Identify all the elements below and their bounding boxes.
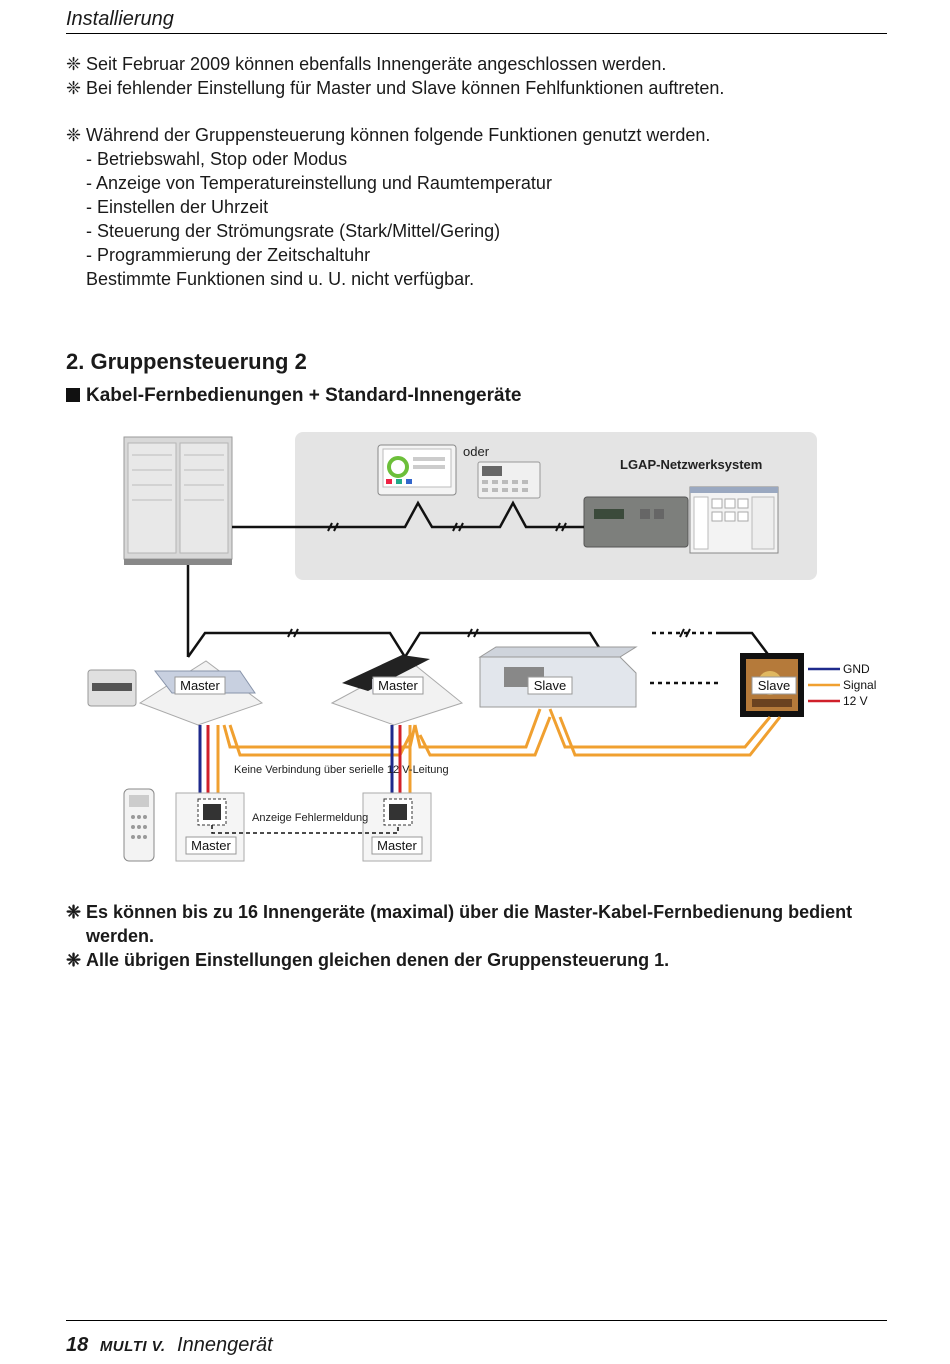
network-cable bbox=[232, 500, 584, 529]
header-rule bbox=[66, 33, 887, 34]
unit-label: Slave bbox=[751, 676, 797, 695]
gateway-icon bbox=[583, 496, 689, 548]
legend-12v: 12 V bbox=[843, 694, 868, 708]
function-item: - Anzeige von Temperatureinstellung und … bbox=[86, 173, 552, 193]
error-link bbox=[211, 825, 399, 834]
outdoor-unit-icon bbox=[123, 436, 233, 565]
network-label: LGAP-Netzwerksystem bbox=[620, 457, 762, 472]
asterisk-icon: ❈ bbox=[66, 125, 82, 145]
notes-top: ❈Seit Februar 2009 können ebenfalls Inne… bbox=[66, 52, 724, 100]
svg-text:Master: Master bbox=[378, 678, 418, 693]
remote-label: Master bbox=[185, 836, 237, 855]
signal-wiring bbox=[216, 708, 782, 795]
svg-text:Slave: Slave bbox=[758, 678, 791, 693]
note-line: ❈Seit Februar 2009 können ebenfalls Inne… bbox=[66, 54, 667, 74]
legend-signal: Signal bbox=[843, 678, 876, 692]
wire-legend bbox=[808, 667, 840, 703]
asterisk-icon: ❈ bbox=[66, 950, 82, 970]
unit-label: Master bbox=[372, 676, 424, 695]
brand-logo: MULTI V. bbox=[99, 1338, 166, 1355]
function-item: - Steuerung der Strömungsrate (Stark/Mit… bbox=[86, 221, 501, 241]
running-header: Installierung bbox=[66, 8, 174, 30]
section-subtitle: Kabel-Fernbedienungen + Standard-Innenge… bbox=[66, 385, 521, 407]
oder-label: oder bbox=[463, 444, 490, 459]
asterisk-icon: ❈ bbox=[66, 54, 82, 74]
note-line: werden. bbox=[86, 926, 155, 946]
svg-text:Master: Master bbox=[377, 838, 417, 853]
wireless-remote-icon bbox=[123, 788, 155, 862]
no-connection-label: Keine Verbindung über serielle 12 V-Leit… bbox=[234, 764, 449, 776]
legend-gnd: GND bbox=[843, 662, 870, 676]
indoor-bus-cable bbox=[186, 631, 771, 660]
unit-label: Slave bbox=[527, 676, 573, 695]
group-functions: ❈Während der Gruppensteuerung können fol… bbox=[66, 123, 710, 291]
note-line: ❈Alle übrigen Einstellungen gleichen den… bbox=[66, 950, 670, 970]
pc-software-window-icon bbox=[689, 486, 779, 554]
error-display-label: Anzeige Fehlermeldung bbox=[252, 812, 368, 824]
svg-text:Master: Master bbox=[180, 678, 220, 693]
asterisk-icon: ❈ bbox=[66, 78, 82, 98]
page-number: 18 bbox=[66, 1334, 89, 1356]
touch-controller-icon bbox=[377, 444, 457, 496]
group-control-diagram: oder LGAP-Netzwerksystem bbox=[87, 432, 876, 862]
square-bullet-icon bbox=[66, 388, 80, 402]
footer: 18 MULTI V. Innengerät bbox=[66, 1334, 273, 1357]
functions-note: Bestimmte Funktionen sind u. U. nicht ve… bbox=[86, 269, 475, 289]
unit-label: Master bbox=[174, 676, 226, 695]
function-item: - Betriebswahl, Stop oder Modus bbox=[86, 149, 348, 169]
note-line: ❈Es können bis zu 16 Innengeräte (maxima… bbox=[66, 902, 853, 922]
footer-rule bbox=[66, 1320, 887, 1321]
break-marks bbox=[327, 522, 567, 532]
functions-intro: ❈Während der Gruppensteuerung können fol… bbox=[66, 125, 711, 145]
footer-label: Innengerät bbox=[177, 1334, 273, 1356]
power-wiring bbox=[198, 725, 402, 795]
notes-bottom: ❈Es können bis zu 16 Innengeräte (maxima… bbox=[66, 900, 886, 972]
svg-text:Master: Master bbox=[191, 838, 231, 853]
remote-label: Master bbox=[371, 836, 423, 855]
svg-text:Slave: Slave bbox=[534, 678, 567, 693]
asterisk-icon: ❈ bbox=[66, 902, 82, 922]
central-controller-icon bbox=[477, 461, 541, 499]
note-line: ❈Bei fehlender Einstellung für Master un… bbox=[66, 78, 725, 98]
function-item: - Programmierung der Zeitschaltuhr bbox=[86, 245, 371, 265]
section-title: 2. Gruppensteuerung 2 bbox=[66, 349, 307, 374]
function-item: - Einstellen der Uhrzeit bbox=[86, 197, 269, 217]
accessory-box-icon bbox=[87, 669, 137, 707]
